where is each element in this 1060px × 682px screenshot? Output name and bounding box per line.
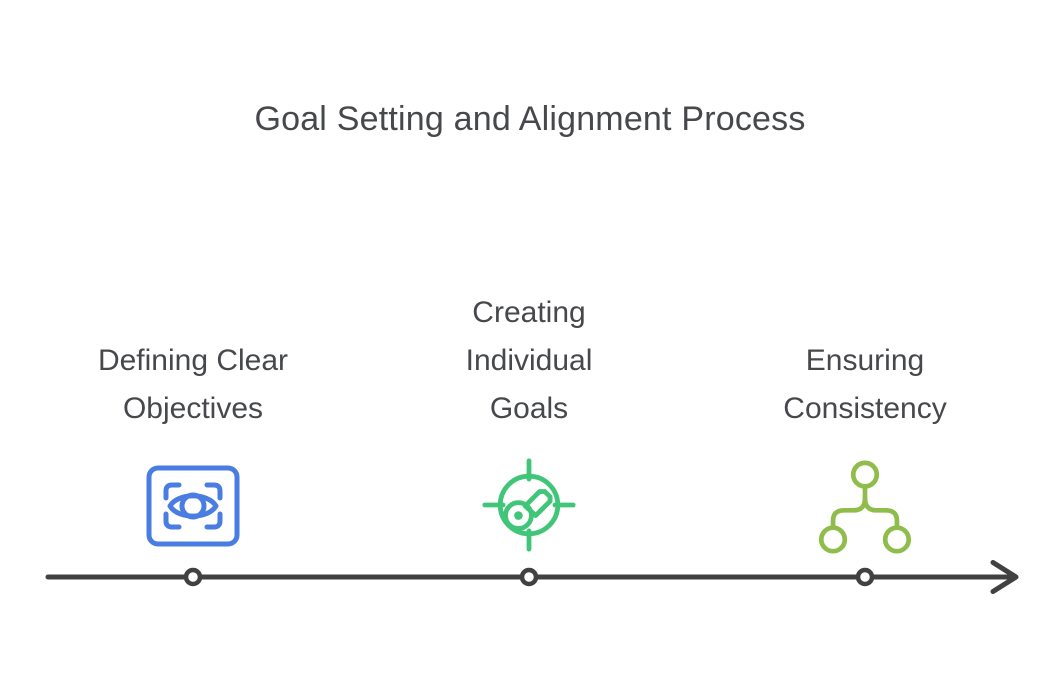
bracket-bottom-right — [204, 511, 223, 530]
bracket-top-left — [163, 482, 182, 501]
bracket-bottom-left — [163, 511, 182, 530]
key-head — [503, 500, 534, 531]
diagram-title: Goal Setting and Alignment Process — [254, 100, 806, 138]
arrowhead-icon — [990, 560, 1019, 594]
hierarchy-node-right — [882, 525, 912, 554]
stage-1-label: Defining Clear Objectives — [97, 344, 289, 425]
hierarchy-node-left — [818, 525, 848, 554]
timeline-marker-1 — [183, 567, 203, 587]
hierarchy-icon — [818, 460, 912, 554]
timeline-arrow — [45, 560, 1019, 594]
hierarchy-node-top — [850, 460, 880, 489]
target-key-icon — [482, 458, 576, 552]
hierarchy-branch-left — [830, 484, 868, 530]
stage-3-label: Ensuring Consistency — [783, 344, 947, 425]
eye-iris — [179, 492, 207, 520]
hierarchy-branch-right — [862, 495, 900, 530]
stage-2-label: Creating Individual Goals — [465, 296, 593, 425]
eye-scan-icon — [146, 465, 240, 547]
eye-scan-frame — [146, 465, 240, 547]
key-shaft — [522, 489, 553, 518]
eye-outline — [167, 493, 219, 519]
timeline-marker-2 — [519, 567, 539, 587]
key-center-dot — [514, 511, 523, 520]
bracket-top-right — [204, 482, 223, 501]
timeline-marker-3 — [855, 567, 875, 587]
